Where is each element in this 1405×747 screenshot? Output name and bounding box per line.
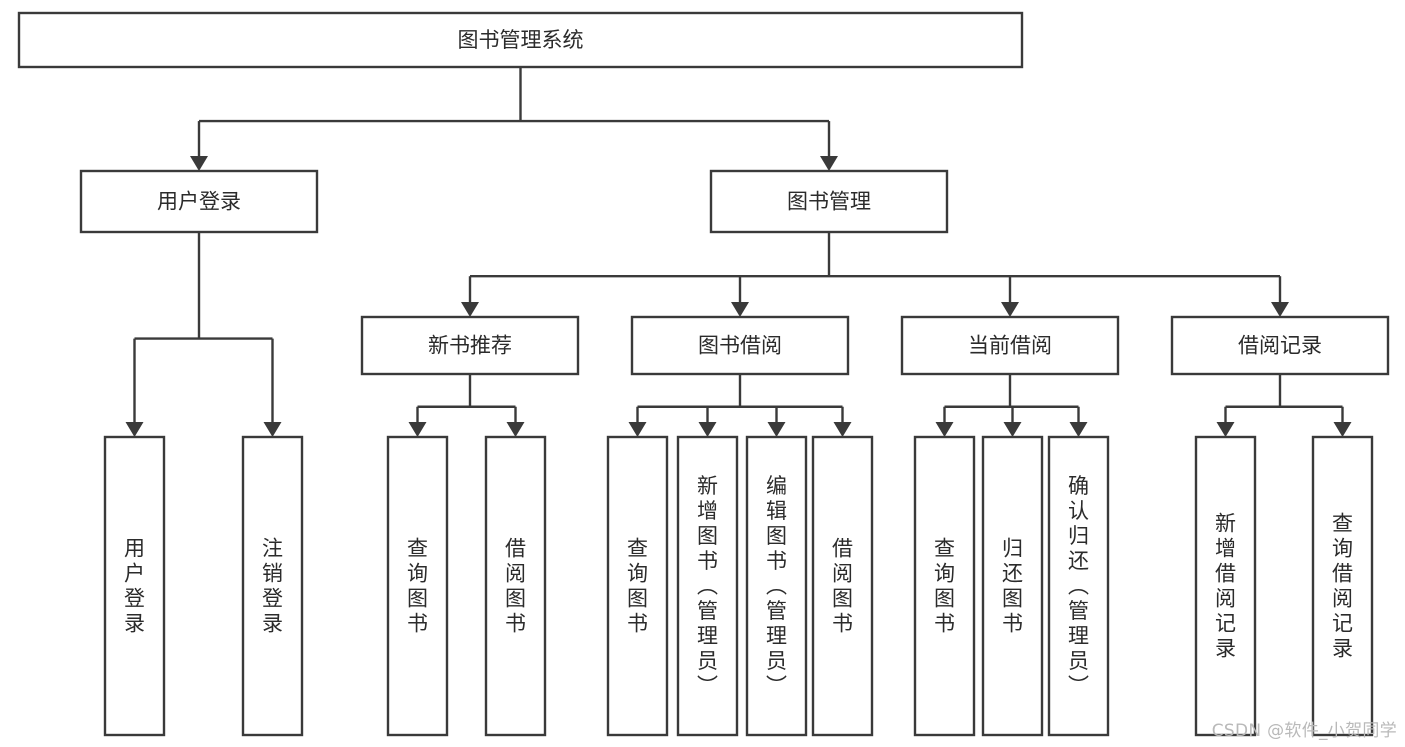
node-leaf-add-book[interactable]: 新增图书︵管理员︶ (676, 435, 739, 737)
node-book-manage[interactable]: 图书管理 (709, 169, 949, 234)
node-box-leaf-borrow-book-1[interactable] (484, 435, 547, 737)
node-box-leaf-query-record[interactable] (1311, 435, 1374, 737)
node-box-leaf-edit-book[interactable] (745, 435, 808, 737)
node-box-leaf-return-book[interactable] (981, 435, 1044, 737)
node-label-leaf-confirm-return: 确认归还︵管理员︶ (1068, 474, 1089, 698)
node-leaf-user-login[interactable]: 用户登录 (103, 435, 166, 737)
node-box-root[interactable] (17, 11, 1024, 69)
arrow-head-icon (820, 156, 838, 171)
node-label-leaf-edit-book: 编辑图书︵管理员︶ (766, 474, 787, 698)
node-label-leaf-query-book-2: 查询图书 (627, 537, 648, 636)
node-label-book-manage: 图书管理 (787, 190, 871, 214)
node-new-book-rec[interactable]: 新书推荐 (360, 315, 580, 376)
arrow-head-icon (731, 302, 749, 317)
node-box-leaf-user-logout[interactable] (241, 435, 304, 737)
arrow-head-icon (506, 422, 525, 437)
connector-user-login (125, 232, 282, 437)
node-leaf-query-book-2[interactable]: 查询图书 (606, 435, 669, 737)
node-leaf-query-book-3[interactable]: 查询图书 (913, 435, 976, 737)
node-box-leaf-query-book-3[interactable] (913, 435, 976, 737)
node-box-leaf-add-book[interactable] (676, 435, 739, 737)
node-label-leaf-add-record: 新增借阅记录 (1215, 512, 1236, 661)
node-box-leaf-borrow-book-2[interactable] (811, 435, 874, 737)
node-box-leaf-user-login[interactable] (103, 435, 166, 737)
node-label-leaf-return-book: 归还图书 (1002, 537, 1023, 636)
node-label-leaf-borrow-book-2: 借阅图书 (832, 537, 853, 636)
node-borrow-record[interactable]: 借阅记录 (1170, 315, 1390, 376)
node-label-leaf-query-book-3: 查询图书 (934, 537, 955, 636)
arrow-head-icon (1271, 302, 1289, 317)
node-root[interactable]: 图书管理系统 (17, 11, 1024, 69)
arrow-head-icon (628, 422, 647, 437)
node-box-book-borrow[interactable] (630, 315, 850, 376)
arrow-head-icon (1001, 302, 1019, 317)
node-leaf-borrow-book-1[interactable]: 借阅图书 (484, 435, 547, 737)
connector-root (190, 67, 838, 171)
node-leaf-edit-book[interactable]: 编辑图书︵管理员︶ (745, 435, 808, 737)
arrow-head-icon (1003, 422, 1022, 437)
node-leaf-confirm-return[interactable]: 确认归还︵管理员︶ (1047, 435, 1110, 737)
arrow-head-icon (263, 422, 282, 437)
node-label-borrow-record: 借阅记录 (1238, 334, 1322, 358)
arrow-head-icon (1069, 422, 1088, 437)
arrow-head-icon (698, 422, 717, 437)
node-box-new-book-rec[interactable] (360, 315, 580, 376)
node-leaf-query-book-1[interactable]: 查询图书 (386, 435, 449, 737)
node-box-current-borrow[interactable] (900, 315, 1120, 376)
connector-book-borrow (628, 374, 852, 437)
arrow-head-icon (125, 422, 144, 437)
node-box-leaf-query-book-2[interactable] (606, 435, 669, 737)
connector-borrow-record (1216, 374, 1352, 437)
node-label-current-borrow: 当前借阅 (968, 334, 1052, 358)
node-label-user-login: 用户登录 (157, 190, 241, 214)
arrow-head-icon (767, 422, 786, 437)
node-label-book-borrow: 图书借阅 (698, 334, 782, 358)
node-leaf-user-logout[interactable]: 注销登录 (241, 435, 304, 737)
connector-layer (125, 67, 1352, 437)
node-leaf-add-record[interactable]: 新增借阅记录 (1194, 435, 1257, 737)
node-label-leaf-borrow-book-1: 借阅图书 (505, 537, 526, 636)
node-box-user-login[interactable] (79, 169, 319, 234)
arrow-head-icon (408, 422, 427, 437)
node-box-book-manage[interactable] (709, 169, 949, 234)
node-leaf-borrow-book-2[interactable]: 借阅图书 (811, 435, 874, 737)
node-leaf-query-record[interactable]: 查询借阅记录 (1311, 435, 1374, 737)
arrow-head-icon (833, 422, 852, 437)
node-user-login[interactable]: 用户登录 (79, 169, 319, 234)
node-box-leaf-query-book-1[interactable] (386, 435, 449, 737)
node-box-borrow-record[interactable] (1170, 315, 1390, 376)
arrow-head-icon (190, 156, 208, 171)
arrow-head-icon (935, 422, 954, 437)
connector-current-borrow (935, 374, 1088, 437)
connector-new-book-rec (408, 374, 525, 437)
node-label-new-book-rec: 新书推荐 (428, 334, 512, 358)
connector-book-manage (461, 232, 1289, 317)
node-label-leaf-user-login: 用户登录 (124, 537, 145, 636)
arrow-head-icon (1216, 422, 1235, 437)
node-label-root: 图书管理系统 (458, 28, 584, 52)
arrow-head-icon (1333, 422, 1352, 437)
node-box-leaf-confirm-return[interactable] (1047, 435, 1110, 737)
node-label-leaf-add-book: 新增图书︵管理员︶ (697, 474, 718, 698)
node-box-leaf-add-record[interactable] (1194, 435, 1257, 737)
node-label-leaf-query-book-1: 查询图书 (407, 537, 428, 636)
node-label-leaf-user-logout: 注销登录 (262, 537, 283, 636)
node-book-borrow[interactable]: 图书借阅 (630, 315, 850, 376)
node-current-borrow[interactable]: 当前借阅 (900, 315, 1120, 376)
node-leaf-return-book[interactable]: 归还图书 (981, 435, 1044, 737)
arrow-head-icon (461, 302, 479, 317)
node-label-leaf-query-record: 查询借阅记录 (1332, 512, 1353, 661)
node-layer: 图书管理系统用户登录图书管理新书推荐图书借阅当前借阅借阅记录用户登录注销登录查询… (17, 11, 1390, 737)
